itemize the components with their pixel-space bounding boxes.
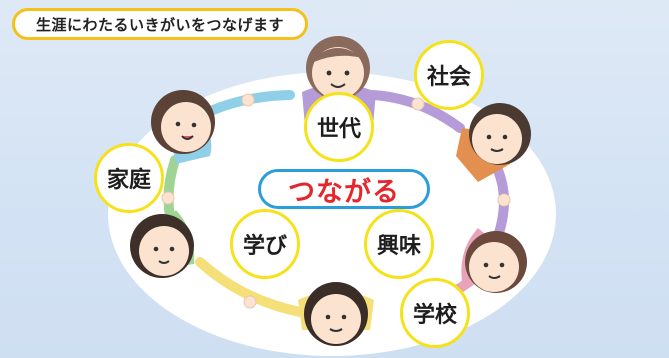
- keyword-family-label: 家庭: [106, 168, 151, 193]
- person-upper-left: [151, 90, 215, 164]
- header-title: 生涯にわたるいきがいをつなげます: [35, 15, 284, 34]
- keyword-circle-interest: 興味: [364, 209, 434, 279]
- keyword-generation-label: 世代: [316, 117, 361, 142]
- person-bottom: [298, 282, 374, 346]
- person-left: [130, 210, 195, 278]
- keyword-school-label: 学校: [412, 303, 457, 328]
- keyword-learning-label: 学び: [242, 234, 287, 259]
- center-label: つながる: [288, 176, 400, 208]
- person-upper-right: [456, 103, 531, 182]
- center-label-pill: つながる: [258, 169, 430, 209]
- keyword-circle-learning: 学び: [230, 209, 300, 279]
- person-right: [461, 228, 527, 293]
- keyword-society-label: 社会: [426, 65, 471, 90]
- keyword-circle-generation: 世代: [304, 92, 374, 162]
- header-title-pill: 生涯にわたるいきがいをつなげます: [12, 8, 308, 40]
- keyword-circle-school: 学校: [400, 278, 470, 348]
- keyword-circle-family: 家庭: [94, 143, 164, 213]
- keyword-interest-label: 興味: [376, 234, 421, 259]
- keyword-circle-society: 社会: [414, 40, 484, 110]
